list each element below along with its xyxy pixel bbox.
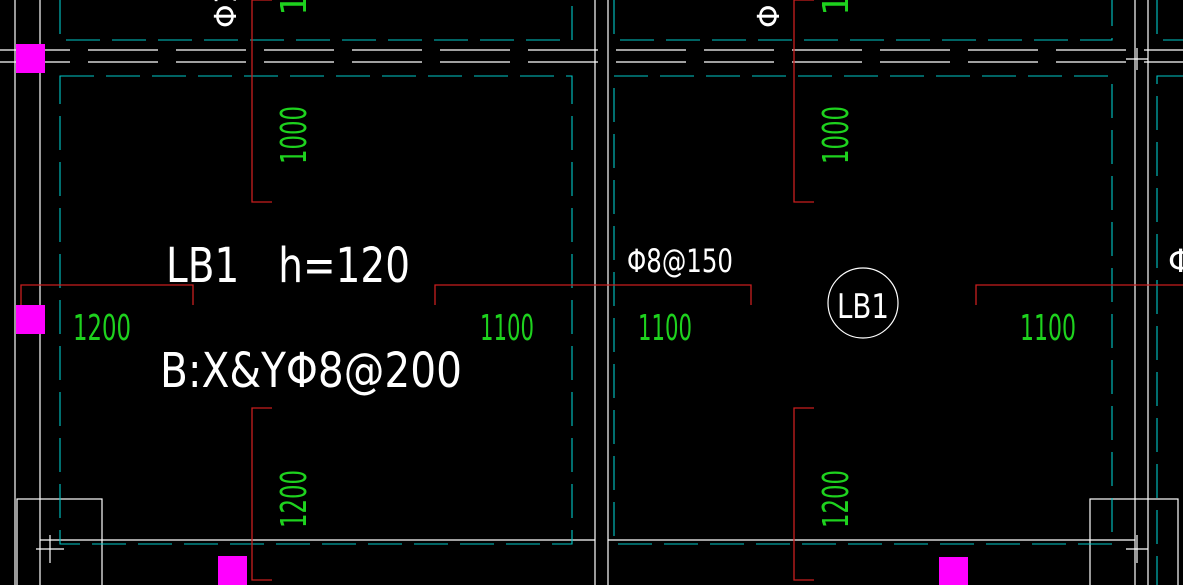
rebar-top-over-beam [434,284,752,305]
slab-label-thickness: LB1 h=120 [166,238,410,294]
partial-top-left-rebar-text: Φ1 [209,0,244,28]
slab-edge-top-far-right [1156,0,1183,41]
grip-marker-mid-left [16,305,45,334]
rebar-left-span-horizontal [20,284,194,305]
dim-right-vertical-lower: 1200 [816,470,857,528]
dim-left-span: 1200 [73,308,131,349]
dim-right-vertical-upper: 1000 [816,106,857,164]
dim-partial-top-right: 10 [816,0,857,16]
rebar-left-top-vertical [251,0,272,203]
slab-tag-circle [827,267,899,339]
partial-top-mid-rebar-text: Φ [752,4,787,28]
bottom-rebar-text: B:X&YΦ8@200 [160,343,462,399]
partial-right-rebar-text: Φ [1168,242,1183,280]
rebar-left-bottom-vertical [251,407,272,581]
dim-left-vertical-upper: 1000 [274,106,315,164]
slab-edge-top-right-panel [613,0,1113,41]
slab-edge-left-panel [59,75,573,545]
dimension-text-group: 1000 1200 1000 1200 1200 1100 1100 1100 … [73,0,1076,528]
slab-edge-right-panel [613,75,1113,545]
grip-marker-top-left [16,44,45,73]
slab-edge-far-right-panel [1156,75,1183,585]
slab-edge-top-left-panel [59,0,573,41]
grip-marker-bottom-left [218,556,247,585]
top-rebar-text: Φ8@150 [627,242,733,280]
dim-partial-top-left: 10 [274,0,315,16]
slab-name-text: LB1 [166,238,239,294]
slab-thickness-text: h=120 [278,238,410,294]
rebar-right-top-vertical [793,0,814,203]
dim-right-span: 1100 [1020,308,1076,349]
slab-edges [59,0,1183,585]
dim-mid-left-span: 1100 [480,308,534,349]
grip-markers[interactable] [16,44,968,585]
annotation-text-group: LB1 h=120 B:X&YΦ8@200 Φ8@150 LB1 Φ Φ1 Φ [160,0,1183,399]
rebar-right-span-horizontal [975,284,1183,305]
grip-marker-bottom-right [939,557,968,585]
rebar-lines [20,0,1183,581]
dim-left-vertical-lower: 1200 [274,470,315,528]
slab-tag-text: LB1 [837,287,889,327]
rebar-right-bottom-vertical [793,407,814,581]
dim-mid-right-span: 1100 [638,308,692,349]
